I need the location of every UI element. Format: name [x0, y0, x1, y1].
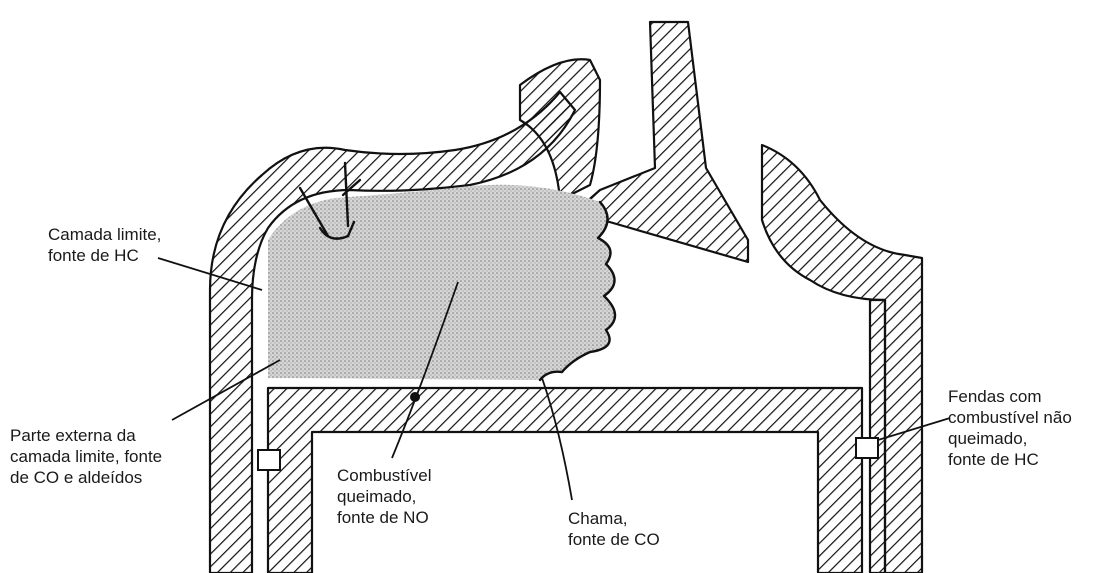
cylinder-wall-right — [870, 300, 885, 573]
burned-fuel-region — [268, 185, 615, 380]
label-burned-fuel: Combustível queimado, fonte de NO — [337, 465, 431, 528]
label-flame: Chama, fonte de CO — [568, 508, 660, 550]
label-boundary-layer: Camada limite, fonte de HC — [48, 224, 161, 266]
port-wall-upper — [520, 59, 600, 200]
piston-ring-left — [258, 450, 280, 470]
piston-ring-right — [856, 438, 878, 458]
label-outer-boundary: Parte externa da camada limite, fonte de… — [10, 425, 162, 488]
label-crevices: Fendas com combustível não queimado, fon… — [948, 386, 1072, 470]
